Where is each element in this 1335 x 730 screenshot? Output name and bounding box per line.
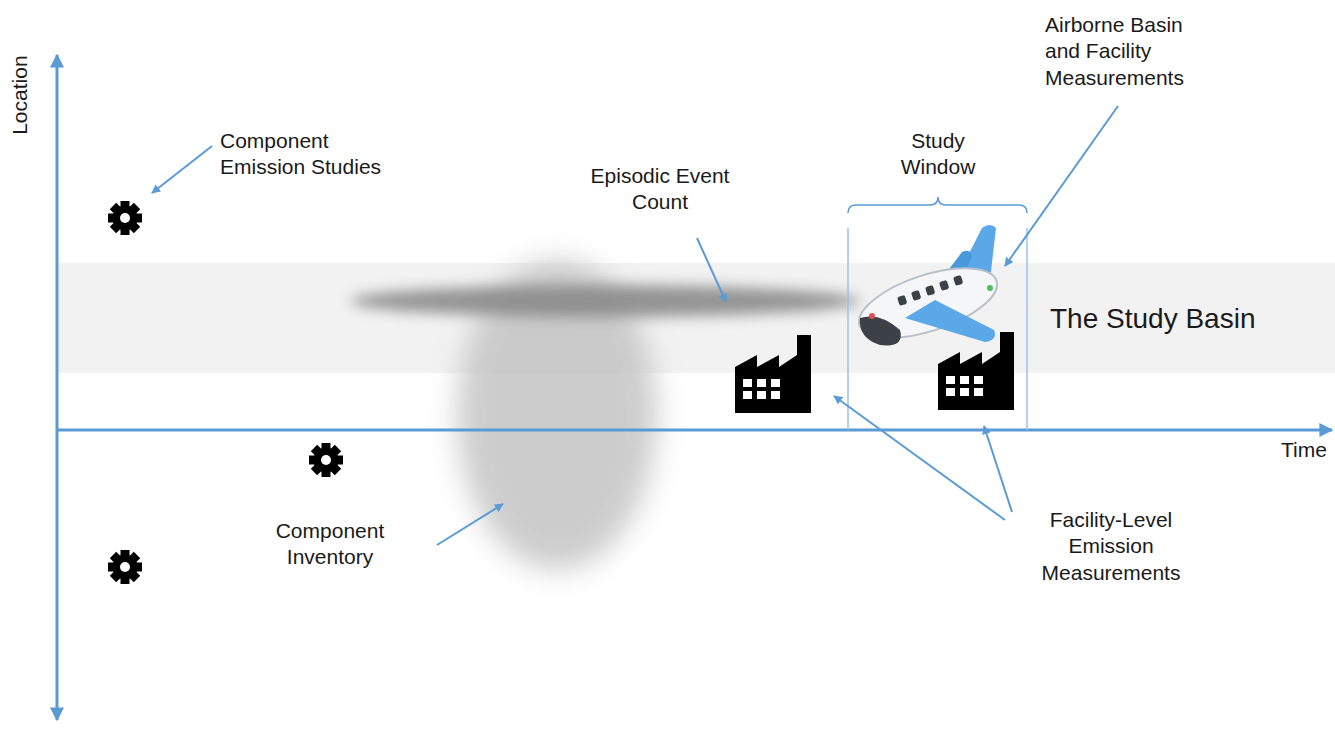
window-line: [847, 228, 849, 430]
leader-arrow: [697, 238, 726, 302]
window-line: [1026, 228, 1028, 430]
callout-label: Airborne Basin and Facility Measurements: [1045, 12, 1215, 91]
factory-icon: [735, 335, 811, 413]
axis-title: Time: [1281, 437, 1331, 463]
leader-arrow: [984, 426, 1012, 512]
axis-title: Location: [7, 45, 33, 145]
study-basin-band: The Study Basin: [57, 263, 1335, 373]
leader-arrow: [834, 396, 1005, 520]
callout-label: Component Emission Studies: [220, 128, 410, 181]
factory-icon: [938, 332, 1014, 410]
band-label: The Study Basin: [1050, 301, 1255, 336]
episodic-blob: [350, 285, 860, 317]
callout-label: Study Window: [888, 128, 988, 181]
gear-icon: [108, 201, 142, 235]
callout-label: Facility-Level Emission Measurements: [1030, 507, 1192, 586]
leader-arrow: [1005, 106, 1118, 266]
leader-arrow: [437, 504, 503, 545]
gear-icon: [108, 550, 142, 584]
callout-label: Component Inventory: [263, 518, 397, 571]
time-axis: [57, 429, 1332, 432]
leader-arrow: [152, 146, 212, 193]
gear-icon: [309, 443, 343, 477]
window-bracket: [848, 197, 1027, 213]
airplane-icon: [851, 225, 1005, 352]
location-axis: [56, 55, 59, 720]
callout-label: Episodic Event Count: [575, 163, 745, 216]
